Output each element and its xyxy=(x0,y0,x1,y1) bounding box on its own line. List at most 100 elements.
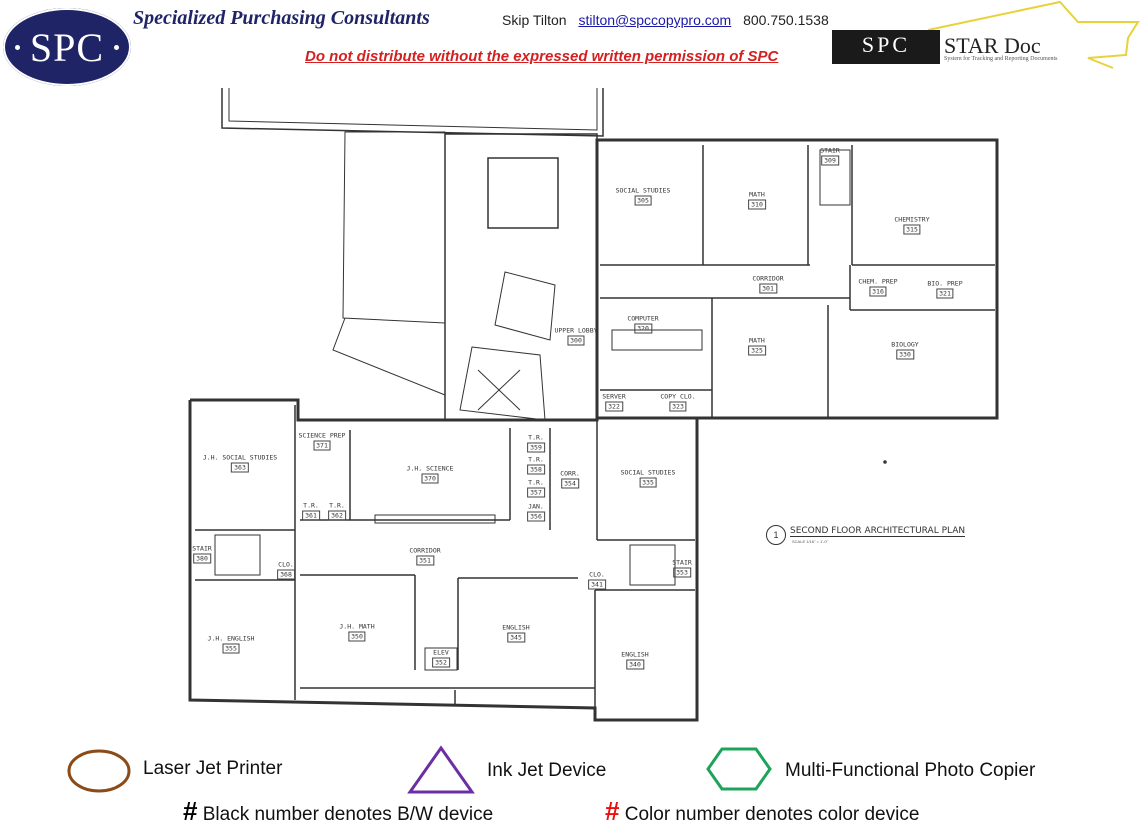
room-number: 325 xyxy=(748,345,766,356)
room-name: J.H. MATH xyxy=(339,622,375,631)
legend-inkjet-label: Ink Jet Device xyxy=(487,760,607,781)
room-label: T.R.357 xyxy=(527,479,545,498)
spc-logo: SPC xyxy=(3,8,131,86)
room-name: STAIR xyxy=(820,146,840,155)
stardoc-tagline: System for Tracking and Reporting Docume… xyxy=(944,56,1058,62)
room-number: 341 xyxy=(588,579,606,590)
room-number: 359 xyxy=(527,442,545,453)
black-hash-icon: # xyxy=(183,796,198,826)
room-name: T.R. xyxy=(303,501,319,510)
room-label: CLO.368 xyxy=(277,561,295,580)
room-name: J.H. ENGLISH xyxy=(207,634,255,643)
room-number: 356 xyxy=(527,511,545,522)
room-name: ENGLISH xyxy=(621,650,649,659)
room-name: J.H. SOCIAL STUDIES xyxy=(202,453,278,462)
room-name: STAIR xyxy=(672,558,692,567)
room-number: 354 xyxy=(561,478,579,489)
logo-text: SPC xyxy=(29,24,105,70)
room-number: 358 xyxy=(527,464,545,475)
contact-phone: 800.750.1538 xyxy=(743,12,829,28)
inkjet-triangle-icon xyxy=(407,745,475,794)
room-name: J.H. SCIENCE xyxy=(406,464,454,473)
legend-color-note: # Color number denotes color device xyxy=(605,796,919,827)
room-name: T.R. xyxy=(528,478,544,487)
room-label: JAN.356 xyxy=(527,503,545,522)
room-number: 320 xyxy=(634,323,652,334)
legend-bw-note: # Black number denotes B/W device xyxy=(183,796,493,827)
room-number: 357 xyxy=(527,487,545,498)
room-number: 371 xyxy=(313,440,331,451)
room-number: 368 xyxy=(277,569,295,580)
room-number: 315 xyxy=(903,224,921,235)
room-number: 352 xyxy=(432,657,450,668)
room-name: MATH xyxy=(749,190,765,199)
room-number: 355 xyxy=(222,643,240,654)
room-number: 335 xyxy=(639,477,657,488)
room-label: CLO.341 xyxy=(588,571,606,590)
room-label: CORR.354 xyxy=(560,470,580,489)
room-name: T.R. xyxy=(528,455,544,464)
room-number: 350 xyxy=(348,631,366,642)
room-name: CHEMISTRY xyxy=(894,215,930,224)
room-name: CHEM. PREP xyxy=(858,277,898,286)
room-number: 361 xyxy=(302,510,320,521)
room-number: 323 xyxy=(669,401,687,412)
room-number: 301 xyxy=(759,283,777,294)
room-name: UPPER LOBBY xyxy=(554,326,598,335)
room-name: T.R. xyxy=(528,433,544,442)
room-number: 300 xyxy=(567,335,585,346)
room-number: 316 xyxy=(869,286,887,297)
room-number: 362 xyxy=(328,510,346,521)
room-name: BIO. PREP xyxy=(927,279,963,288)
room-name: T.R. xyxy=(329,501,345,510)
stardoc-title: STAR Doc xyxy=(944,33,1041,58)
room-name: SOCIAL STUDIES xyxy=(620,468,676,477)
legend-mfp-label: Multi-Functional Photo Copier xyxy=(785,760,1036,781)
room-name: ELEV xyxy=(433,648,449,657)
room-number: 321 xyxy=(936,288,954,299)
red-hash-icon: # xyxy=(605,796,620,826)
room-number: 380 xyxy=(193,553,211,564)
room-name: CLO. xyxy=(278,560,294,569)
room-name: CORRIDOR xyxy=(752,274,784,283)
plan-title: SECOND FLOOR ARCHITECTURAL PLAN xyxy=(790,526,966,537)
room-name: STAIR xyxy=(192,544,212,553)
room-name: COPY CLO. xyxy=(660,392,696,401)
room-number: 322 xyxy=(605,401,623,412)
room-number: 309 xyxy=(821,155,839,166)
room-label: T.R.359 xyxy=(527,434,545,453)
room-label: T.R.362 xyxy=(328,502,346,521)
room-number: 370 xyxy=(421,473,439,484)
mfp-hexagon-icon xyxy=(706,747,772,791)
room-number: 353 xyxy=(673,567,691,578)
contact-email-link[interactable]: stilton@spccopypro.com xyxy=(578,12,732,28)
stardoc-logo: SPC xyxy=(832,30,940,64)
legend-laser-label: Laser Jet Printer xyxy=(143,758,283,779)
distribution-warning: Do not distribute without the expressed … xyxy=(305,48,779,65)
room-name: MATH xyxy=(749,336,765,345)
company-name: Specialized Purchasing Consultants xyxy=(133,7,430,29)
room-name: CORR. xyxy=(560,469,580,478)
room-name: BIOLOGY xyxy=(891,340,919,349)
room-label: T.R.361 xyxy=(302,502,320,521)
